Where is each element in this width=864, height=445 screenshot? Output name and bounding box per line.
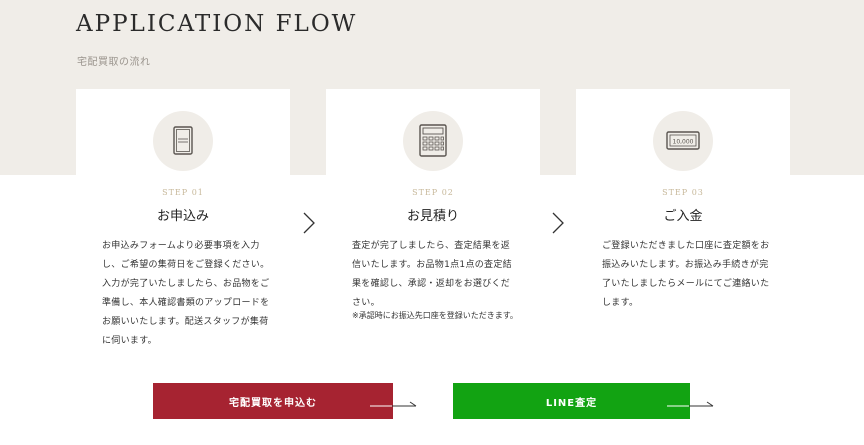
apply-button[interactable]: 宅配買取を申込む [153,383,393,419]
chevron-right-icon [552,212,564,234]
arrow-right-icon [370,396,418,407]
step-title: お見積り [406,209,459,224]
step-title: お申込み [156,209,209,224]
step-description: 査定が完了しましたら、査定結果を返信いたします。お品物1点1点の査定結果を確認し… [352,241,512,308]
step-card-3: 10,000 STEP 03 ご入金 ご登録いただきました口座に査定額をお振込み… [576,89,790,349]
step-description: ご登録いただきました口座に査定額をお振込みいたします。お振込み手続きが完了いたし… [602,241,770,308]
step-label: STEP 01 [162,188,204,197]
step-card-1: STEP 01 お申込み お申込みフォームより必要事項を入力し、ご希望の集荷日を… [76,89,290,349]
line-assessment-button[interactable]: LINE査定 [453,383,690,419]
apply-button-label: 宅配買取を申込む [229,397,317,409]
chevron-right-icon [303,212,315,234]
arrow-right-icon [667,396,715,407]
money-display-amount: 10,000 [673,139,694,146]
step-label: STEP 03 [662,188,704,197]
money-display-icon: 10,000 [653,111,713,171]
step-label: STEP 02 [412,188,454,197]
step-title: ご入金 [663,209,703,224]
step-card-2: STEP 02 お見積り 査定が完了しましたら、査定結果を返信いたします。お品物… [326,89,540,349]
page-subtitle: 宅配買取の流れ [77,57,151,68]
id-card-icon [153,111,213,171]
step-description: お申込みフォームより必要事項を入力し、ご希望の集荷日をご登録ください。入力が完了… [102,241,270,346]
line-button-label: LINE査定 [545,397,598,409]
calculator-icon [403,111,463,171]
step-note: ※承認時にお振込先口座を登録いただきます。 [352,311,518,320]
page-title: APPLICATION FLOW [76,11,358,37]
